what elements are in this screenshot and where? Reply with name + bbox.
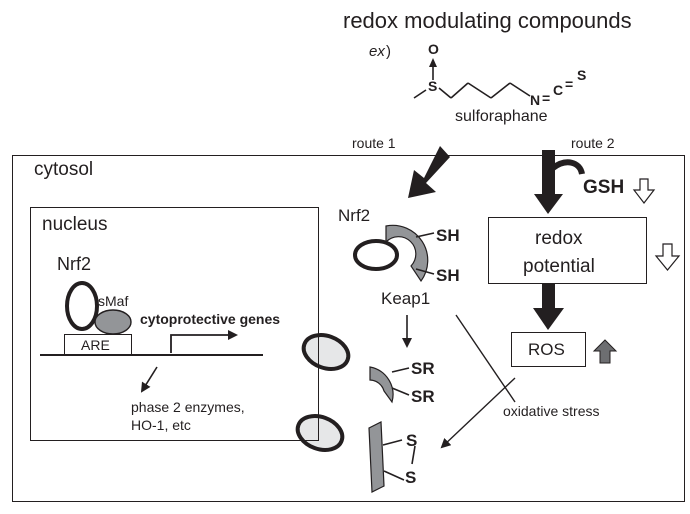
nucleus-box (30, 207, 319, 441)
compound-name: sulforaphane (455, 108, 548, 125)
atom-n: N (530, 92, 541, 108)
atom-o: O (428, 41, 439, 57)
keap1-label: Keap1 (381, 289, 431, 308)
keap1-sh-bond-bottom (415, 268, 435, 275)
ros-up-arrow (592, 339, 618, 364)
nrf2-free-ellipse-top (301, 333, 351, 371)
sulforaphane-structure (413, 58, 531, 99)
disulfide-bond-top (382, 439, 403, 446)
keap1-shape (385, 224, 429, 283)
ros-box (511, 332, 586, 367)
methyl-bond (413, 89, 427, 99)
sh-bottom-label: SH (436, 266, 460, 285)
chain-bond-4 (509, 82, 531, 97)
sr-bond-bottom (391, 387, 410, 396)
cytoprotective-genes-label: cytoprotective genes (140, 311, 281, 327)
nrf2-cytosol-label: Nrf2 (338, 206, 371, 225)
chain-bond-2 (467, 82, 492, 99)
are-label: ARE (81, 337, 110, 353)
gene-products-line2: HO-1, etc (131, 417, 191, 433)
cytosol-label: cytosol (34, 159, 94, 180)
ros-label: ROS (528, 340, 565, 359)
nrf2-nucleus-label: Nrf2 (57, 254, 92, 274)
disulfide-s-s-bond (411, 445, 416, 465)
gsh-hook (551, 159, 585, 175)
cytosol-box (12, 155, 685, 502)
sr-top-label: SR (411, 359, 435, 378)
keap1-modified-shape (369, 366, 394, 404)
redox-to-ros-arrow (533, 284, 564, 330)
nrf2-nucleus-ellipse (65, 281, 99, 331)
sh-top-label: SH (436, 226, 460, 245)
nrf2-cytosol-ellipse (353, 239, 399, 271)
sr-bottom-label: SR (411, 387, 435, 406)
s-o-arrowhead (429, 58, 437, 67)
disulfide-bond-bottom (383, 470, 405, 481)
route2-label: route 2 (571, 135, 615, 151)
transcription-arrow (170, 330, 238, 353)
redox-down-arrow (654, 243, 681, 271)
nucleus-label: nucleus (42, 214, 108, 235)
diagram-title: redox modulating compounds (343, 8, 632, 33)
gsh-label: GSH (583, 177, 625, 198)
atom-s2: S (577, 67, 587, 83)
smaf-label: sMaf (98, 293, 129, 309)
keap1-sh-bond-top (415, 232, 435, 238)
example-prefix: ex (369, 43, 385, 60)
chain-bond-3 (490, 82, 511, 99)
bond-eq-2: = (565, 76, 574, 92)
disulfide-s-top: S (406, 431, 418, 450)
route1-arrow (408, 146, 450, 198)
gene-product-arrow (140, 366, 158, 393)
s-chain-bond (438, 87, 452, 99)
ros-oxidative-arrow (440, 377, 516, 449)
bond-eq-1: = (542, 90, 551, 106)
redox-line1-label: redox (535, 228, 583, 249)
atom-c: C (553, 82, 564, 98)
nrf2-free-ellipse-bottom (295, 414, 345, 452)
redox-potential-box (488, 217, 647, 284)
disulfide-protein-bar (368, 421, 385, 493)
gsh-down-arrow (632, 178, 656, 204)
redox-line2-label: potential (523, 256, 595, 277)
are-box (64, 334, 132, 355)
disulfide-s-bottom: S (405, 468, 417, 487)
atom-s1: S (428, 78, 438, 94)
gene-products-line1: phase 2 enzymes, (131, 399, 245, 415)
sr-bond-top (391, 367, 410, 373)
example-suffix: ) (386, 43, 391, 60)
route1-label: route 1 (352, 135, 396, 151)
oxidative-stress-label: oxidative stress (503, 403, 600, 419)
route2-arrow (534, 150, 563, 214)
chain-bond-1 (450, 82, 469, 99)
